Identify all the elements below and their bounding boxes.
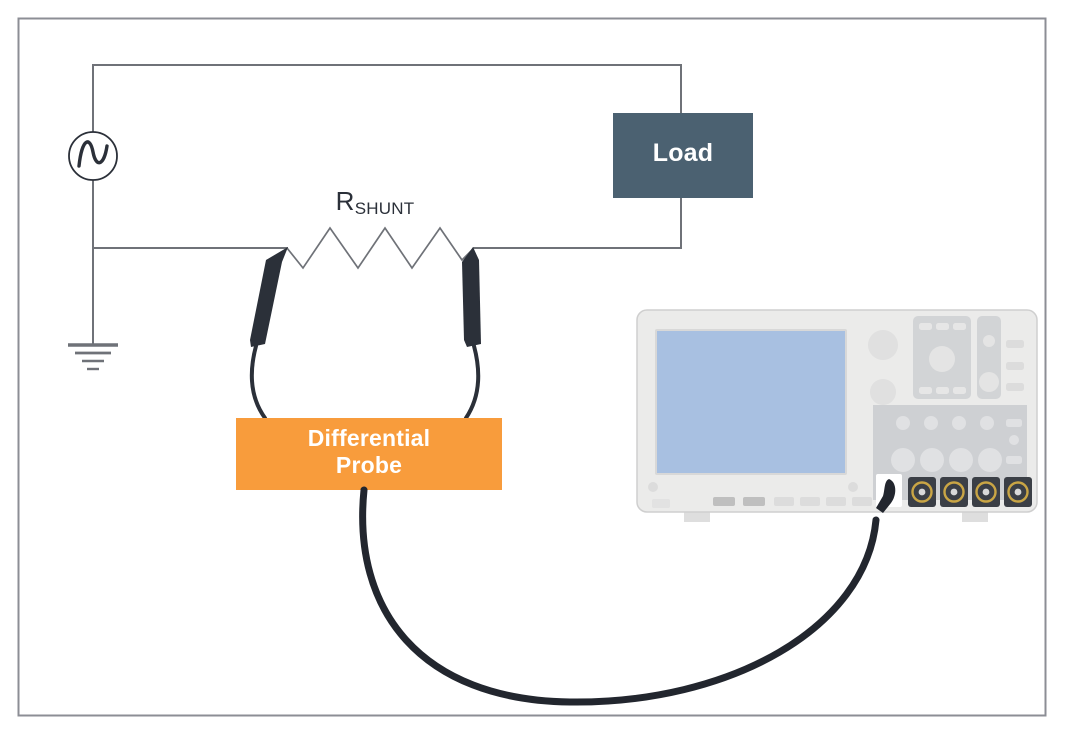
probe-to-scope-cable [359, 486, 880, 706]
probe-lead-right [464, 344, 481, 420]
sine-wave-glyph [77, 140, 109, 168]
scope-panel-main-knob[interactable] [929, 346, 955, 372]
bnc-connector-group[interactable] [908, 477, 1032, 507]
wire-top-rail [92, 64, 682, 134]
scope-indicator-led-left [648, 482, 658, 492]
scope-panel-top-buttons[interactable] [919, 323, 966, 330]
cable-plug-in-port [876, 479, 896, 513]
scope-side-small-knob[interactable] [983, 335, 995, 347]
scope-channel-tab-bottom[interactable] [1006, 456, 1022, 464]
ac-source-symbol [68, 131, 118, 181]
scope-screen [657, 331, 845, 473]
differential-probe-box [236, 418, 502, 490]
scope-knob-lower-left[interactable] [870, 379, 896, 405]
scope-bottom-button-row[interactable] [652, 497, 872, 508]
scope-side-large-knob[interactable] [979, 372, 999, 392]
probe-tips-group [250, 247, 481, 347]
load-block [613, 113, 753, 198]
scope-panel-bottom-buttons[interactable] [919, 387, 966, 394]
wire-load-to-node [473, 197, 682, 249]
scope-right-edge-tabs[interactable] [1006, 340, 1024, 391]
scope-knob-upper-left[interactable] [868, 330, 898, 360]
scope-channel-small-buttons[interactable] [896, 416, 994, 430]
ground-symbol [68, 343, 118, 371]
scope-indicator-led-right [848, 482, 858, 492]
scope-channel-knobs[interactable] [891, 448, 1002, 472]
shunt-resistor-zigzag [286, 226, 475, 270]
circuit-wires [92, 64, 682, 346]
probe-tip-right [462, 247, 481, 347]
scope-channel-tab-top[interactable] [1006, 419, 1022, 427]
probe-leads [249, 344, 481, 420]
probe-lead-left [249, 344, 267, 420]
bnc-connector-ch1[interactable] [908, 477, 936, 507]
scope-channel-dot[interactable] [1009, 435, 1019, 445]
bnc-connector-ch4[interactable] [1004, 477, 1032, 507]
bnc-connector-ch3[interactable] [972, 477, 1000, 507]
oscilloscope [636, 309, 1038, 522]
bnc-connector-ch2[interactable] [940, 477, 968, 507]
probe-tip-left [250, 247, 288, 347]
